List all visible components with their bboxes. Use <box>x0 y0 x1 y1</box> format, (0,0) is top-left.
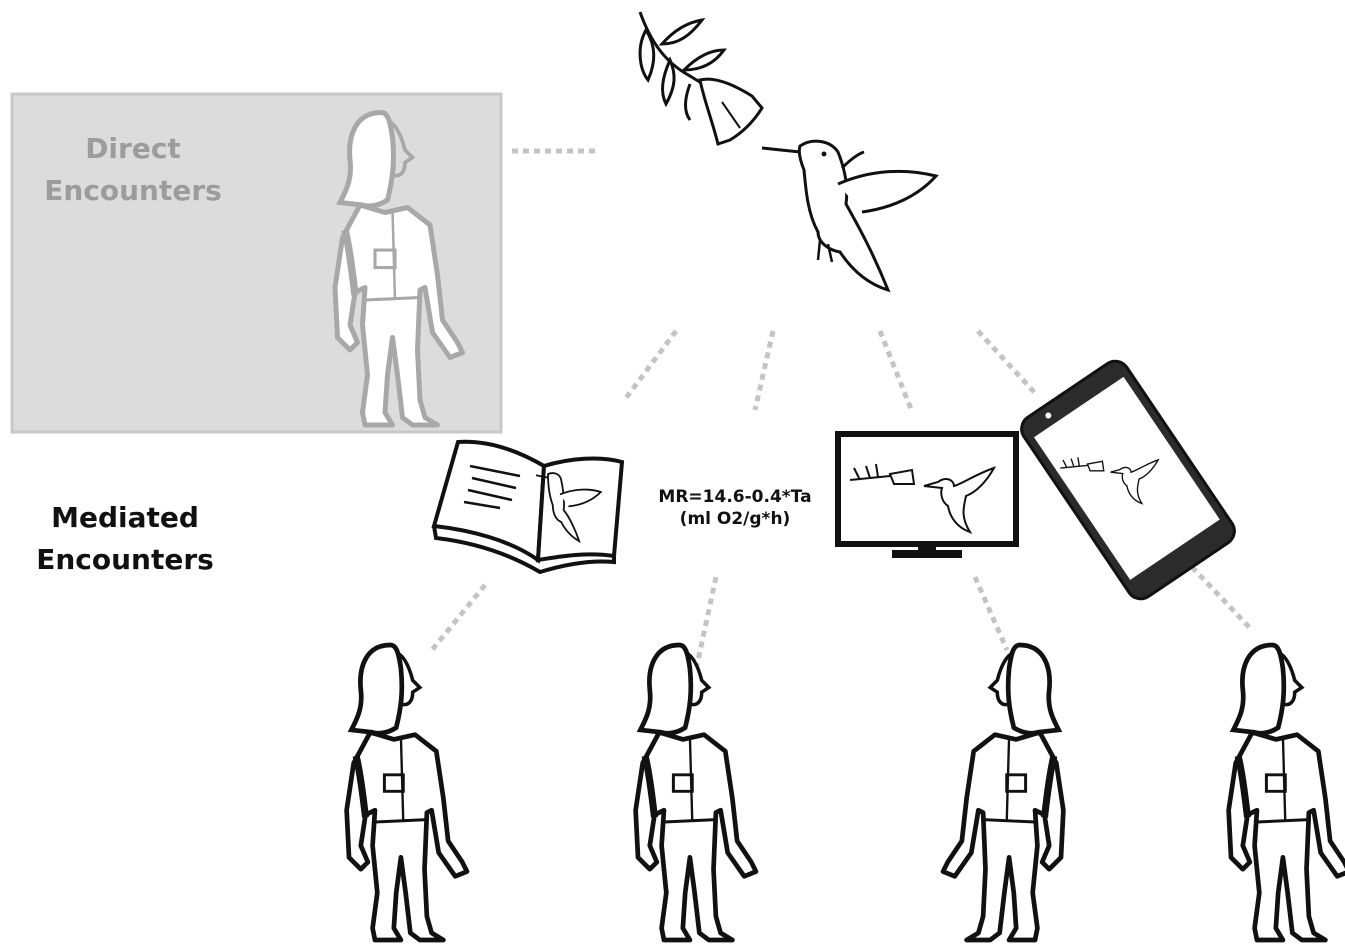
mediated-encounters-label: Mediated Encounters <box>30 497 220 581</box>
person-icon <box>636 645 756 940</box>
book-icon <box>434 442 622 572</box>
mediated-label-line1: Mediated <box>30 497 220 539</box>
phone-icon <box>1010 356 1240 608</box>
hummingbird-icon <box>762 141 936 290</box>
person-icon <box>943 645 1063 940</box>
direct-encounters-label: Direct Encounters <box>38 128 228 212</box>
direct-label-line2: Encounters <box>38 170 228 212</box>
person-icon <box>1229 645 1345 940</box>
formula-units: (ml O2/g*h) <box>625 508 845 530</box>
tv-icon <box>838 434 1016 558</box>
formula-line1: MR=14.6-0.4*Ta <box>625 486 845 508</box>
metabolic-rate-formula: MR=14.6-0.4*Ta (ml O2/g*h) <box>625 486 845 530</box>
person-icon <box>347 645 467 940</box>
flower-icon <box>640 12 762 144</box>
mediated-label-line2: Encounters <box>30 539 220 581</box>
direct-label-line1: Direct <box>38 128 228 170</box>
